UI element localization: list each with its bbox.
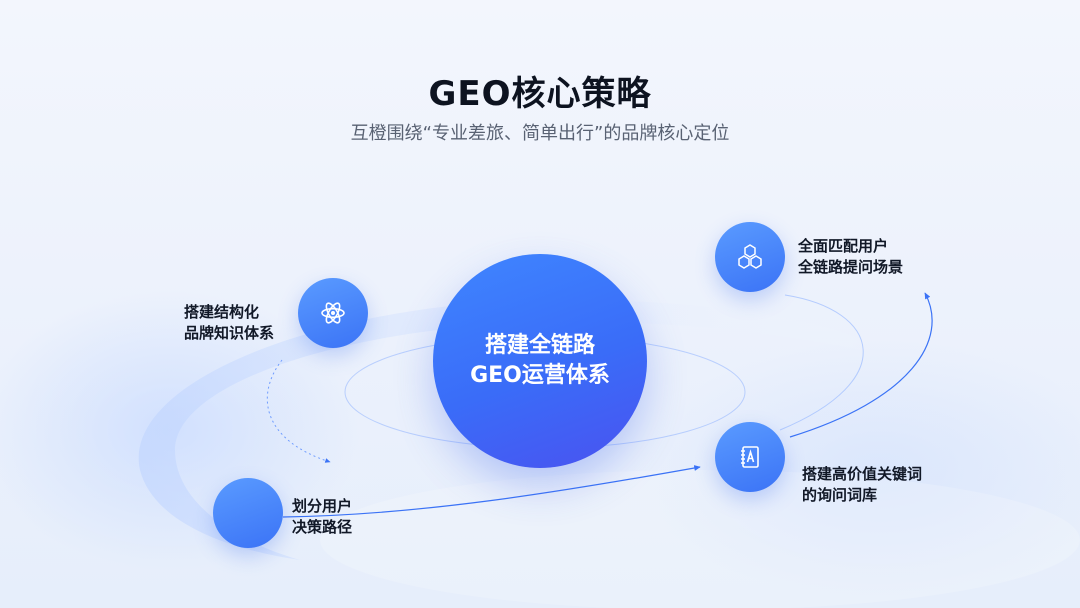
label-knowledge-line-2: 品牌知识体系: [184, 324, 275, 342]
node-keywords: [715, 422, 785, 492]
orbit-arrow-keywords-to-scenes: [789, 292, 933, 438]
node-scenes: [715, 222, 785, 292]
label-path-line-2: 决策路径: [292, 518, 353, 536]
label-path-line-1: 划分用户: [292, 497, 353, 515]
orbit-arrow-knowledge-to-path: [266, 359, 331, 463]
atom-icon: [320, 300, 346, 326]
orbit-arc-back: [779, 294, 864, 431]
label-keywords-line-2: 的询问词库: [802, 486, 878, 504]
page-title: GEO核心策略: [428, 74, 652, 114]
label-keywords: 搭建高价值关键词 的询问词库: [802, 464, 922, 506]
hexagons-icon: [735, 243, 765, 271]
page-subtitle: 互橙围绕“专业差旅、简单出行”的品牌核心定位: [350, 123, 730, 144]
label-scenes-line-1: 全面匹配用户: [798, 237, 889, 255]
orbit-arrow-path-to-keywords: [282, 465, 701, 518]
label-scenes-line-2: 全链路提问场景: [798, 258, 904, 276]
label-keywords-line-1: 搭建高价值关键词: [802, 465, 923, 483]
keyword-book-icon: [737, 444, 763, 470]
center-title-line-2: GEO运营体系: [470, 363, 610, 388]
label-knowledge-line-1: 搭建结构化: [184, 303, 260, 321]
label-path: 划分用户 决策路径: [292, 496, 352, 538]
label-knowledge: 搭建结构化 品牌知识体系: [184, 302, 274, 344]
center-title-line-1: 搭建全链路: [484, 333, 595, 358]
label-scenes: 全面匹配用户 全链路提问场景: [798, 236, 903, 278]
center-core-circle: 搭建全链路 GEO运营体系: [433, 254, 647, 468]
node-knowledge: [298, 278, 368, 348]
node-path: [213, 478, 283, 548]
